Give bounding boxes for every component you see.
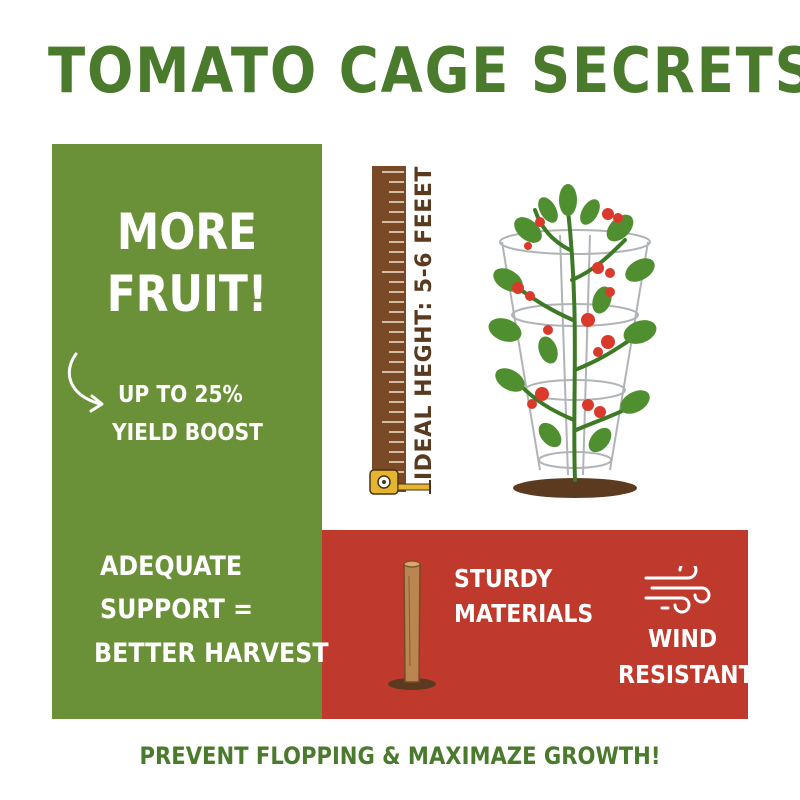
headline-line-1: MORE <box>116 203 258 261</box>
support-line-3: BETTER HARVEST <box>94 638 329 669</box>
curved-arrow-icon <box>67 352 104 413</box>
headline-line-2: FRUIT! <box>106 265 268 323</box>
yield-line-2: YIELD BOOST <box>112 420 263 446</box>
wind-icon <box>644 566 711 614</box>
wooden-stake-icon <box>388 560 436 690</box>
sturdy-line-2: MATERIALS <box>454 599 594 628</box>
wind-line-2: RESISTANT <box>618 660 754 689</box>
footer-tagline: PREVENT FLOPPING & MAXIMAZE GROWTH! <box>139 742 661 770</box>
support-line-2: SUPPORT = <box>100 594 254 625</box>
tomato-plant-icon <box>488 184 657 498</box>
sturdy-line-1: STURDY <box>454 564 553 593</box>
wind-line-1: WIND <box>648 624 718 653</box>
ideal-height-label: IDEAL HEGHT: 5-6 FEEET <box>412 166 437 480</box>
yield-line-1: UP TO 25% <box>118 382 243 408</box>
ruler-icon <box>369 166 431 495</box>
support-line-1: ADEQUATE <box>100 551 243 582</box>
page-title: TOMATO CAGE SECRETS <box>48 34 800 107</box>
benefits-panel <box>52 144 322 719</box>
tape-measure-icon <box>369 469 431 495</box>
